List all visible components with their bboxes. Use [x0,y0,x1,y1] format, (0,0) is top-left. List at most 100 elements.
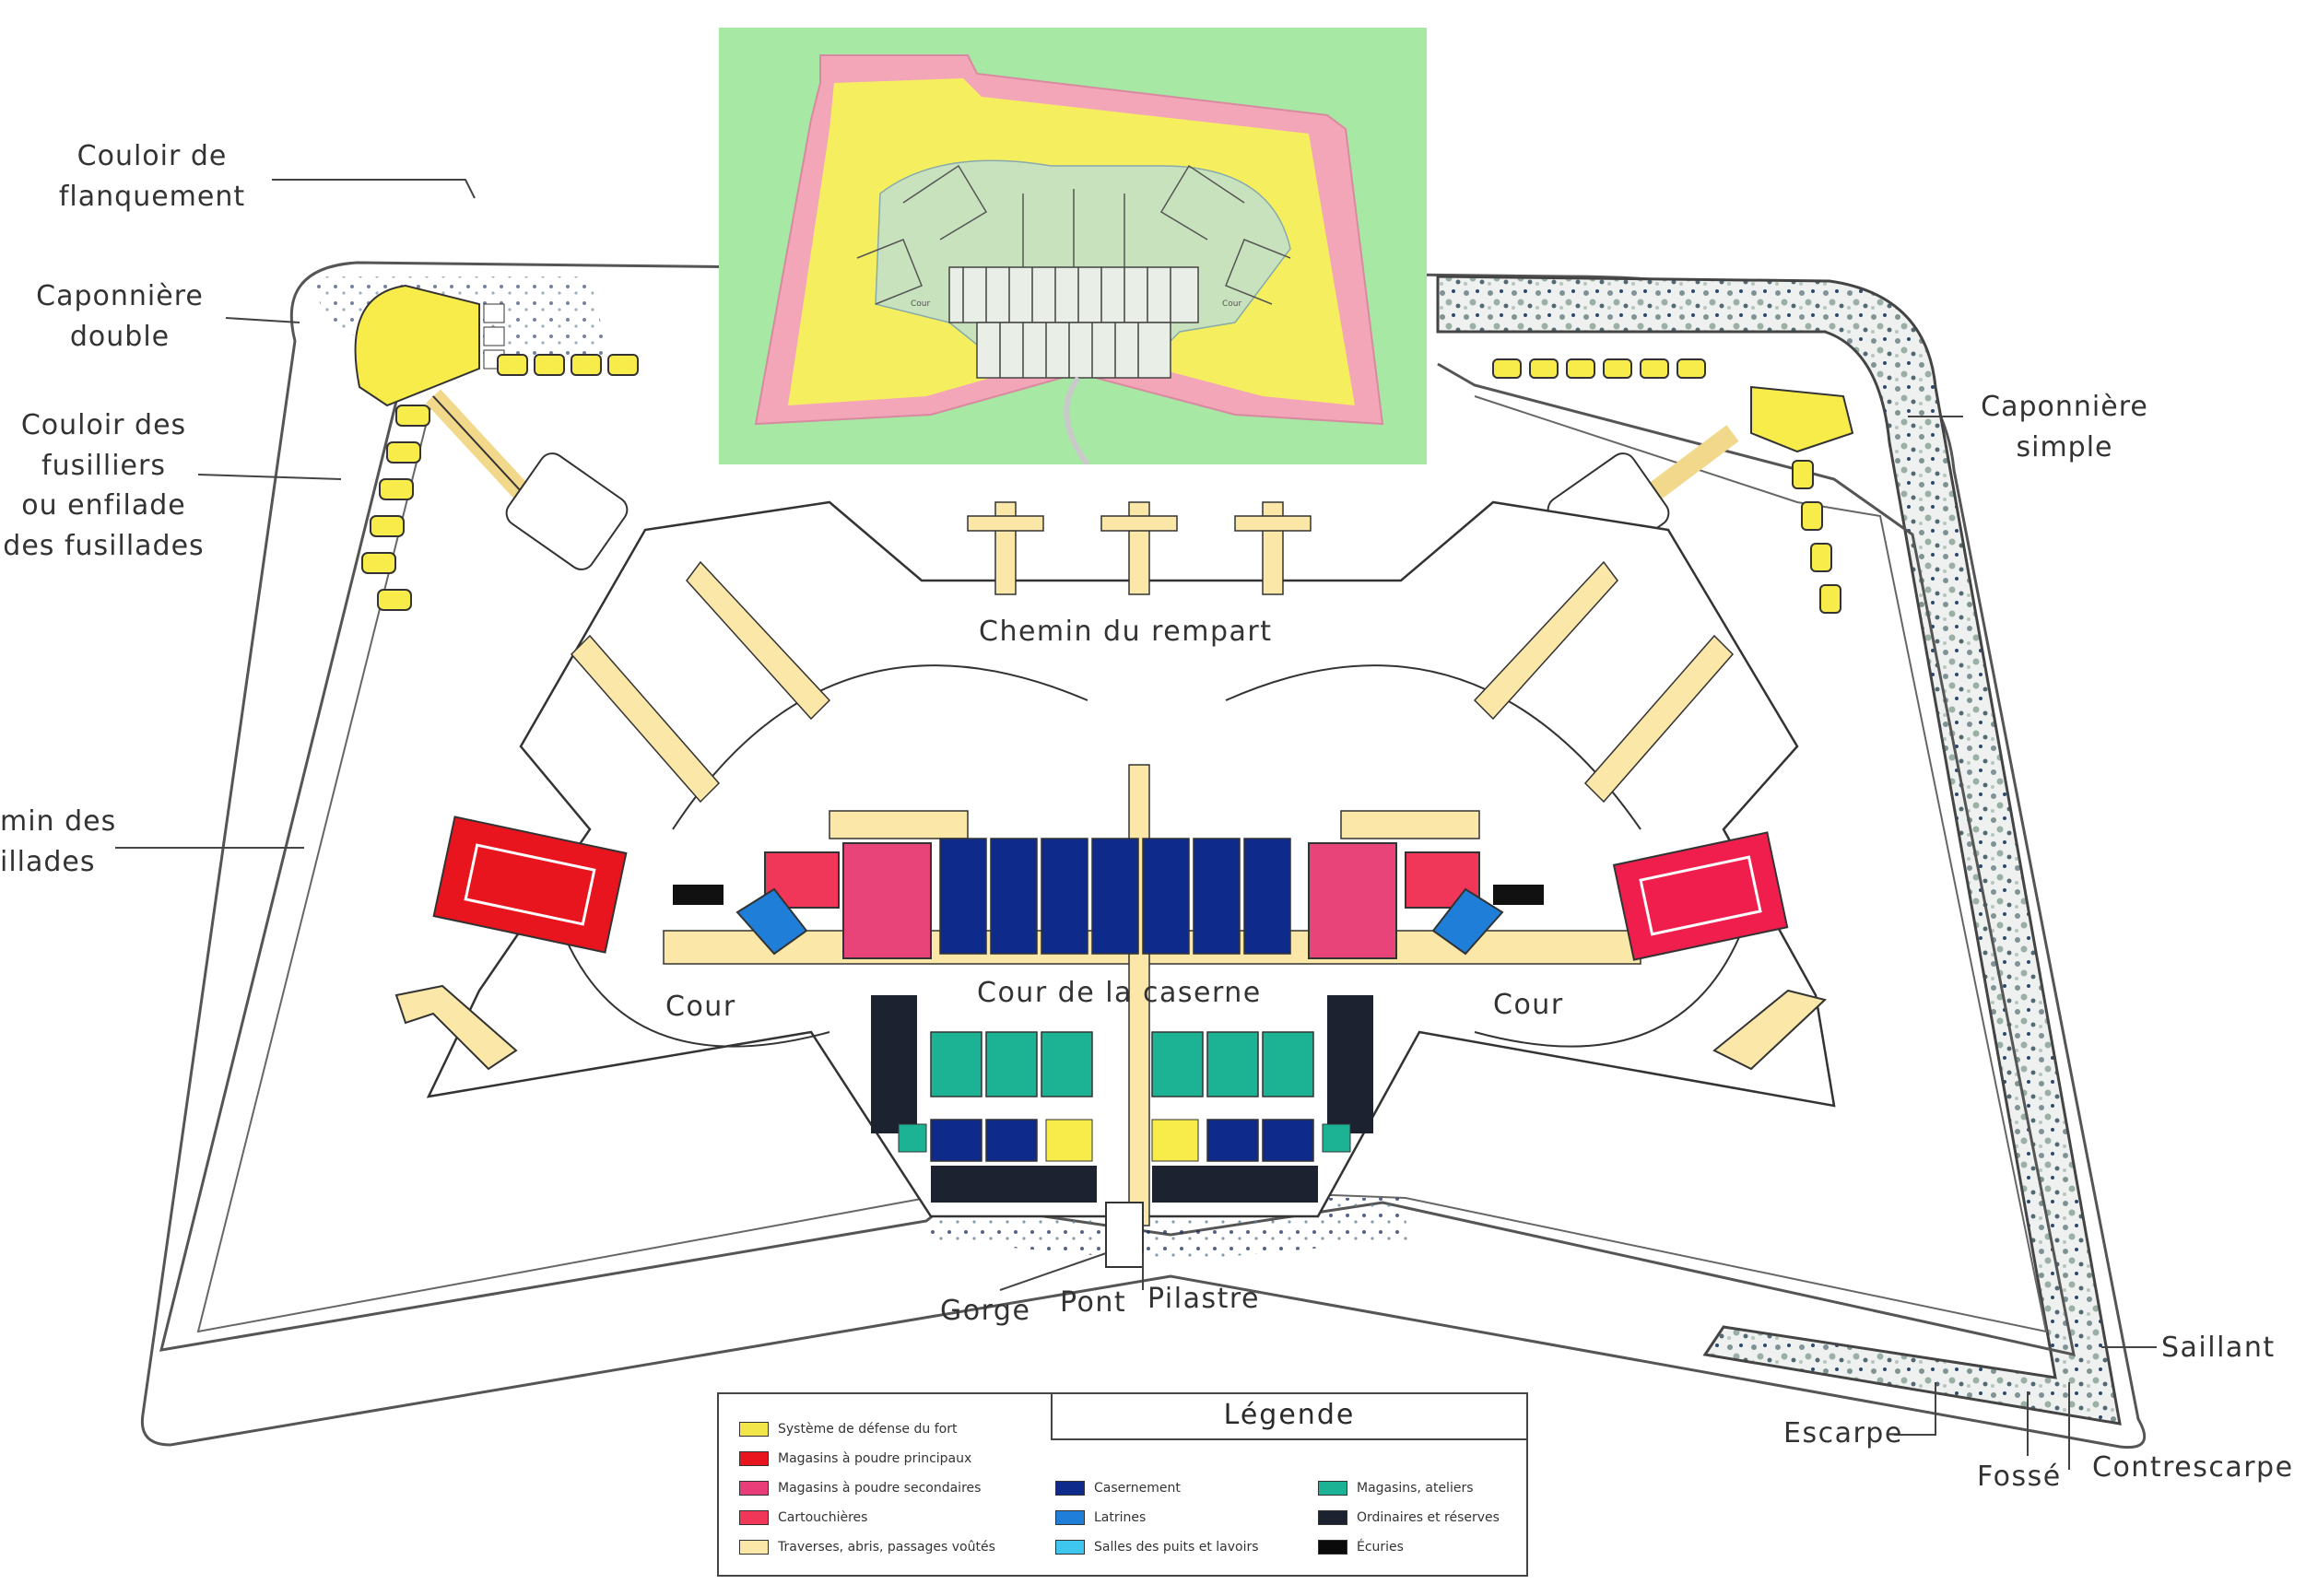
label-fosse: Fossé [1977,1461,2062,1493]
label-caponniere-simple-l1: Caponnière [1981,391,2148,423]
cour-right-arc [1474,930,1743,1048]
ecuries-left [673,885,724,905]
magasin-poudre-principal-right [1612,831,1789,961]
latrines-left [735,887,808,956]
cour-left-arc [561,930,830,1048]
label-couloir-fusilliers-l4: des fusillades [3,529,205,562]
legend-label-defense: Système de défense du fort [778,1422,958,1437]
legend-label-ordinaires: Ordinaires et réserves [1357,1510,1500,1525]
legend-item-cartouchieres: Cartouchières [739,1510,867,1525]
legend-item-poudre-principaux: Magasins à poudre principaux [739,1451,971,1466]
inset-cour-left: Cour [911,299,930,309]
legend-label-traverses: Traverses, abris, passages voûtés [778,1540,995,1555]
casernement-lower [930,1119,1314,1162]
structure-sw [394,984,518,1071]
inset-cour-right: Cour [1222,299,1241,309]
salle-puits-right [1322,1123,1351,1153]
legend-label-ecuries: Écuries [1357,1540,1404,1555]
yellow-stores-left [1045,1119,1093,1162]
label-chemin-fusillades: min des illades [0,802,116,882]
block-black-right [1327,995,1373,1133]
label-escarpe: Escarpe [1783,1417,1903,1449]
legend-swatch-ordinaires [1318,1510,1347,1525]
label-pilastre: Pilastre [1147,1283,1261,1315]
label-chemin-fusillades-l1: min des [0,805,117,838]
label-caponniere-double-l2: double [69,320,171,353]
inset-path [1064,376,1090,464]
ecuries-right [1493,885,1544,905]
label-caponniere-double: Caponnière double [18,276,221,357]
label-pont: Pont [1060,1286,1127,1319]
block-black-left [871,995,917,1133]
caponiere-simple [1492,358,1854,614]
inset-caserne-grid [948,266,1199,379]
legend-label-poudre-principaux: Magasins à poudre principaux [778,1451,972,1466]
legend-swatch-poudre-secondaires [739,1481,769,1496]
legend-label-casernement: Casernement [1094,1481,1181,1496]
label-cour-right: Cour [1493,989,1564,1021]
label-couloir-fusilliers-l2: fusilliers [41,449,166,482]
legend-item-ateliers: Magasins, ateliers [1318,1481,1474,1496]
legend-swatch-traverses [739,1540,769,1555]
ordinaires-reserves-r [1152,1166,1318,1203]
legend-swatch-ateliers [1318,1481,1347,1496]
legend-swatch-ecuries [1318,1540,1347,1555]
label-couloir-fusilliers-l1: Couloir des [20,409,187,441]
legend-label-ateliers: Magasins, ateliers [1357,1481,1474,1496]
legend-item-defense: Système de défense du fort [739,1422,957,1437]
legend-item-latrines: Latrines [1055,1510,1146,1525]
legend: Légende Système de défense du fort Magas… [717,1392,1528,1577]
label-cour-caserne: Cour de la caserne [977,977,1262,1009]
label-caponniere-simple: Caponnière simple [1968,387,2161,467]
structure-se [1712,989,1828,1071]
legend-item-ecuries: Écuries [1318,1540,1404,1555]
legend-swatch-defense [739,1422,769,1437]
legend-item-traverses: Traverses, abris, passages voûtés [739,1540,995,1555]
traverses [570,501,1735,1226]
label-caponniere-double-l1: Caponnière [36,280,204,312]
ordinaires-reserves [931,1166,1097,1203]
magasin-poudre-principal-left [432,816,628,954]
legend-swatch-poudre-principaux [739,1451,769,1466]
legend-item-puits: Salles des puits et lavoirs [1055,1540,1259,1555]
couloir-fusilliers-left [361,405,430,611]
label-chemin-fusillades-l2: illades [0,845,96,878]
couloir-flanquement-top [497,354,639,376]
legend-item-poudre-secondaires: Magasins à poudre secondaires [739,1481,981,1496]
label-couloir-flanquement-l2: flanquement [58,180,246,213]
label-saillant: Saillant [2161,1332,2276,1364]
label-couloir-flanquement: Couloir de flanquement [46,136,258,217]
legend-label-poudre-secondaires: Magasins à poudre secondaires [778,1481,982,1496]
casernement-main [939,838,1291,955]
label-couloir-flanquement-l1: Couloir de [76,140,228,172]
legend-swatch-puits [1055,1540,1085,1555]
label-gorge: Gorge [940,1295,1031,1327]
legend-swatch-latrines [1055,1510,1085,1525]
legend-swatch-cartouchieres [739,1510,769,1525]
legend-item-casernement: Casernement [1055,1481,1181,1496]
legend-swatch-casernement [1055,1481,1085,1496]
legend-label-cartouchieres: Cartouchières [778,1510,868,1525]
label-cour-left: Cour [665,991,736,1023]
pont [1105,1202,1144,1268]
caponiere-double [354,284,505,407]
label-couloir-fusilliers-l3: ou enfilade [21,489,186,522]
label-caponniere-simple-l2: simple [2016,430,2113,464]
yellow-stores-right [1151,1119,1199,1162]
legend-label-puits: Salles des puits et lavoirs [1094,1540,1259,1555]
legend-item-ordinaires: Ordinaires et réserves [1318,1510,1500,1525]
label-chemin-rempart: Chemin du rempart [979,616,1273,648]
rampart-inner [196,395,2048,1333]
inset-plan: Cour Cour [719,28,1427,464]
blockhouse-left [505,452,629,570]
inset-galleries [856,164,1291,305]
chemin-rempart-arc-r [1225,664,1641,830]
salle-puits-left [898,1123,927,1153]
magasin-secondaire-right [1308,842,1397,959]
chemin-rempart-arc [672,664,1088,830]
label-couloir-fusilliers: Couloir des fusilliers ou enfilade des f… [0,405,207,566]
leader-lines [115,179,2157,1470]
legend-title: Légende [1051,1394,1526,1440]
ditch-fosse [1436,275,2122,1426]
